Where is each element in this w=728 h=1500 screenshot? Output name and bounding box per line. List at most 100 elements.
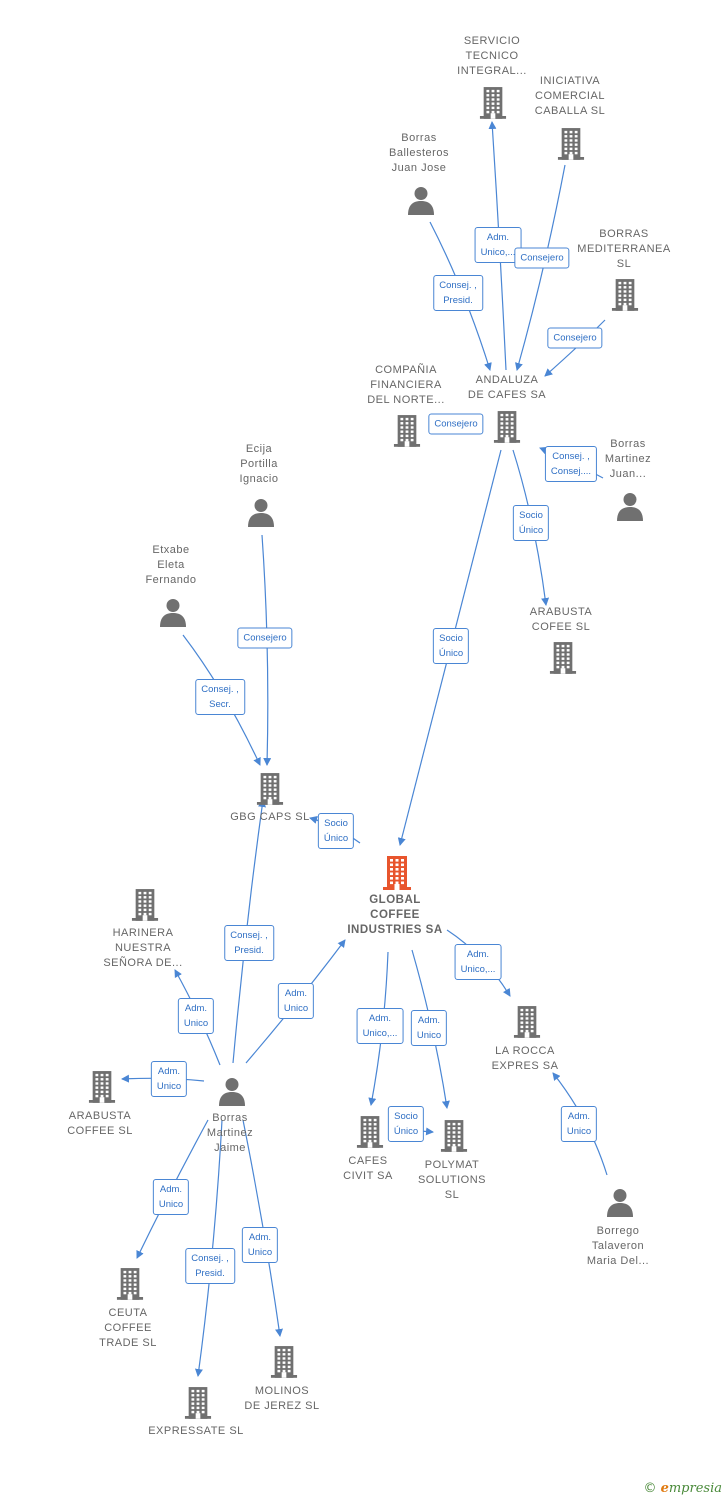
edge-label-line: Adm. xyxy=(157,1066,181,1077)
edge-label[interactable]: Consejero xyxy=(237,627,293,649)
building-icon xyxy=(116,1268,144,1300)
node-label-line: SL xyxy=(444,1189,460,1201)
node-label-line: SL xyxy=(616,258,632,270)
node-label-gbg[interactable]: GBG CAPS SL xyxy=(210,810,330,825)
node-icon-borrego[interactable] xyxy=(560,1187,680,1217)
person-icon xyxy=(617,493,643,521)
node-label-line: Etxabe xyxy=(152,544,190,556)
node-label-line: DEL NORTE... xyxy=(367,394,445,406)
edge-label-line: Unico xyxy=(566,1126,592,1137)
edge-label[interactable]: Consejero xyxy=(514,247,570,269)
edge-label[interactable]: Adm.Unico,... xyxy=(356,1008,404,1044)
edge-label[interactable]: Consej. ,Consej.... xyxy=(544,446,598,482)
building-icon xyxy=(440,1120,468,1152)
node-icon-arabusta_top[interactable] xyxy=(503,640,623,674)
edge-label[interactable]: Consej. ,Secr. xyxy=(195,679,245,715)
edge-label[interactable]: Consej. ,Presid. xyxy=(185,1248,235,1284)
edge-label-line: Unico xyxy=(247,1247,273,1258)
edge-label[interactable]: Adm.Unico xyxy=(560,1106,598,1142)
edge-label-line: Presid. xyxy=(195,1268,225,1279)
node-icon-borras_ballesteros[interactable] xyxy=(361,185,481,215)
node-icon-harinera[interactable] xyxy=(85,887,205,921)
empresia-watermark: © empresia xyxy=(643,1481,722,1496)
node-label-line: Eleta xyxy=(157,559,185,571)
node-icon-borras_mj_top[interactable] xyxy=(570,491,690,521)
node-icon-borras_med[interactable] xyxy=(565,277,685,311)
node-label-line: LA ROCCA xyxy=(495,1045,555,1057)
node-icon-andaluza[interactable] xyxy=(447,409,567,443)
node-icon-arabusta_coffee[interactable] xyxy=(42,1069,162,1103)
edge-label-line: Unico xyxy=(183,1018,209,1029)
edge-label-line: Presid. xyxy=(234,945,264,956)
edge-label[interactable]: Consejero xyxy=(547,327,603,349)
edge-label-line: Único xyxy=(323,833,349,844)
edge-label-line: Unico,... xyxy=(480,247,516,258)
node-icon-gbg[interactable] xyxy=(210,771,330,805)
node-icon-borras_jaime[interactable] xyxy=(172,1076,292,1106)
node-icon-global[interactable] xyxy=(337,854,457,890)
edge-label-line: Socio xyxy=(394,1111,418,1122)
edge-label[interactable]: Adm.Unico xyxy=(241,1227,279,1263)
node-label-line: Martinez xyxy=(206,1127,254,1139)
node-icon-ceuta[interactable] xyxy=(70,1266,190,1300)
edge-label[interactable]: Consej. ,Presid. xyxy=(224,925,274,961)
node-icon-ecija[interactable] xyxy=(201,497,321,527)
person-icon xyxy=(160,599,186,627)
node-icon-polymat[interactable] xyxy=(394,1118,514,1152)
node-icon-iniciativa[interactable] xyxy=(511,126,631,160)
edge-label[interactable]: Adm.Unico xyxy=(150,1061,188,1097)
copyright-symbol: © xyxy=(643,1481,657,1496)
person-icon xyxy=(219,1078,245,1106)
node-icon-compania[interactable] xyxy=(347,413,467,447)
edge-label[interactable]: Adm.Unico xyxy=(410,1010,448,1046)
node-label-expressate[interactable]: EXPRESSATE SL xyxy=(136,1424,256,1439)
edge-label[interactable]: Adm.Unico,... xyxy=(454,944,502,980)
edge-label-line: Consej. , xyxy=(201,684,239,695)
edge-label[interactable]: Consej. ,Presid. xyxy=(433,275,483,311)
edge-iniciativa-to-andaluza xyxy=(515,164,566,371)
node-label-line: Borras xyxy=(212,1112,248,1124)
node-label-line: FINANCIERA xyxy=(370,379,442,391)
edge-label-line: Unico xyxy=(158,1199,184,1210)
node-icon-servicio[interactable] xyxy=(433,85,553,119)
edge-label[interactable]: Adm.Unico xyxy=(152,1179,190,1215)
edge-label-line: Unico xyxy=(283,1003,309,1014)
brand-name: mpresia xyxy=(668,1481,722,1496)
edge-label[interactable]: Consejero xyxy=(428,413,484,435)
edge-label[interactable]: Adm.Unico xyxy=(177,998,215,1034)
edge-label[interactable]: Adm.Unico,... xyxy=(474,227,522,263)
node-label-line: Ballesteros xyxy=(389,147,449,159)
edge-label[interactable]: Adm.Unico xyxy=(277,983,315,1019)
edge-label-line: Unico,... xyxy=(460,964,496,975)
node-icon-cafes_civit[interactable] xyxy=(310,1114,430,1148)
node-icon-expressate[interactable] xyxy=(138,1385,258,1419)
node-icon-larocca[interactable] xyxy=(467,1004,587,1038)
edge-label-line: Adm. xyxy=(417,1015,441,1026)
node-icon-molinos[interactable] xyxy=(224,1344,344,1378)
node-icon-etxabe[interactable] xyxy=(113,597,233,627)
